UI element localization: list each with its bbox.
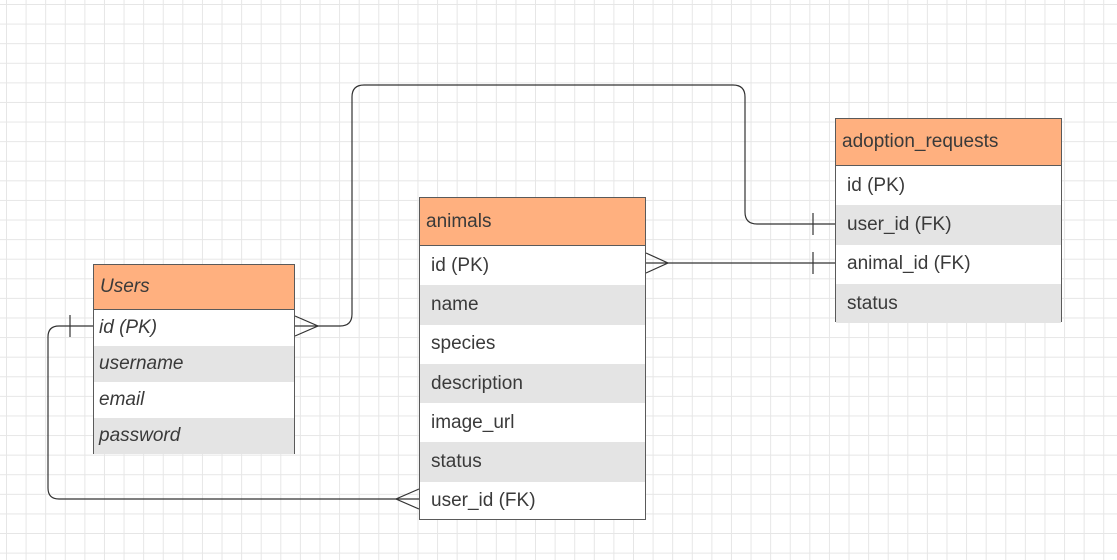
users-entity-title[interactable]: Users [94, 265, 294, 310]
animals-field-species[interactable]: species [431, 333, 496, 355]
adoption-requests-entity-title[interactable]: adoption_requests [836, 119, 1061, 166]
adoption-requests-field-user-id[interactable]: user_id (FK) [836, 205, 1061, 245]
adoption-requests-field-status[interactable]: status [836, 283, 1061, 324]
adoption-requests-field-id[interactable]: id (PK) [847, 174, 906, 196]
crows-foot-animals-id [645, 252, 670, 274]
crows-foot-users-id [294, 315, 320, 337]
animals-field-user-id[interactable]: user_id (FK) [431, 490, 536, 512]
animals-field-status[interactable]: status [420, 442, 645, 482]
adoption-requests-field-animal-id[interactable]: animal_id (FK) [847, 253, 971, 275]
animals-field-id[interactable]: id (PK) [431, 254, 490, 276]
users-field-password[interactable]: password [94, 418, 294, 454]
connector-users-animals[interactable] [47, 325, 419, 500]
animals-field-name[interactable]: name [420, 285, 645, 325]
users-entity[interactable]: Users id (PK) username email password [93, 264, 295, 454]
animals-field-description[interactable]: description [420, 363, 645, 404]
crows-foot-animals-user-id [394, 488, 420, 510]
animals-entity[interactable]: animals id (PK) name species description… [419, 197, 646, 520]
animals-entity-title[interactable]: animals [420, 198, 645, 246]
animals-field-image-url[interactable]: image_url [431, 411, 515, 433]
users-field-id[interactable]: id (PK) [99, 317, 158, 338]
connector-users-adoption-requests[interactable] [295, 84, 835, 327]
users-field-username[interactable]: username [94, 346, 294, 382]
users-field-email[interactable]: email [99, 389, 145, 410]
adoption-requests-entity[interactable]: adoption_requests id (PK) user_id (FK) a… [835, 118, 1062, 324]
